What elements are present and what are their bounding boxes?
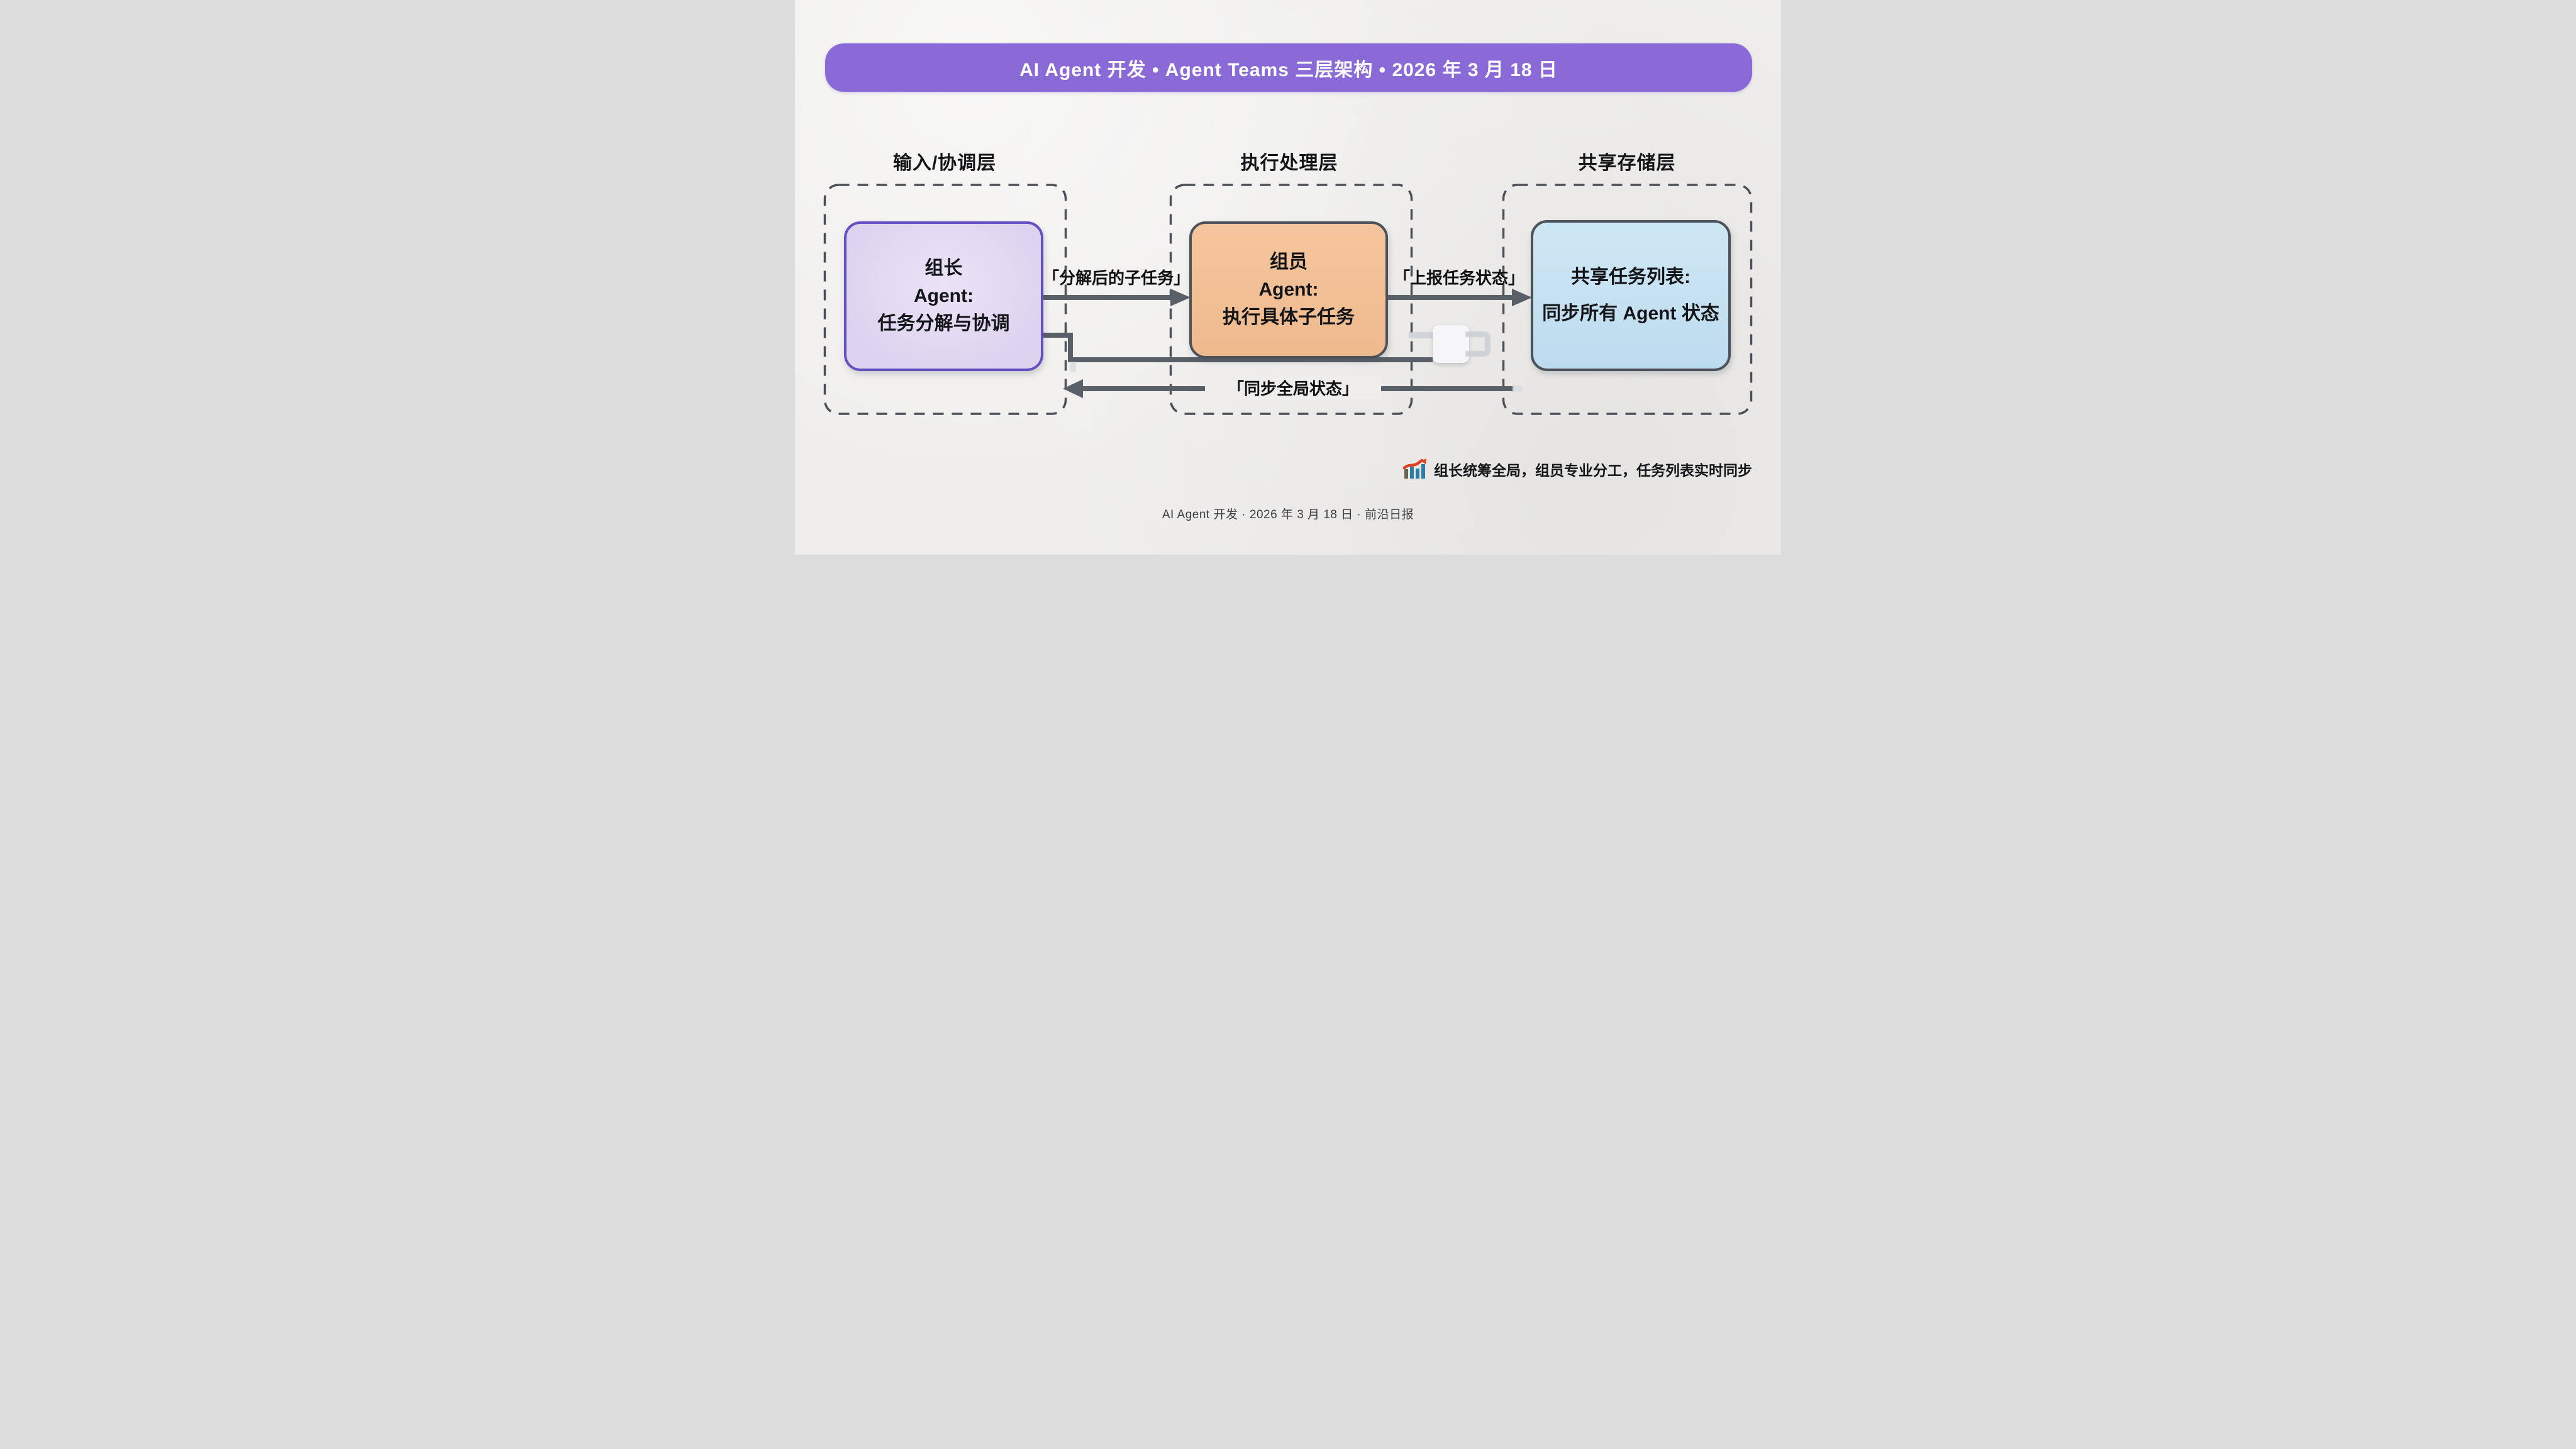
- dashed-container-storage-layer: [1502, 184, 1753, 415]
- ghost-connector-hook: [1465, 331, 1491, 357]
- member-agent-node: 组员 Agent: 执行具体子任务: [1189, 221, 1388, 358]
- footer-caption: AI Agent 开发 · 2026 年 3 月 18 日 · 前沿日报: [1162, 508, 1414, 521]
- agent-teams-architecture-diagram: AI Agent 开发 • Agent Teams 三层架构 • 2026 年 …: [795, 0, 1781, 555]
- leader-agent-node: 组长 Agent: 任务分解与协调: [844, 221, 1043, 371]
- subtask-arrow-label: 「分解后的子任务」: [1042, 269, 1190, 287]
- layer-label-input-coordination: 输入/协调层: [892, 153, 997, 174]
- storage-node-line: 共享任务列表:: [1571, 267, 1690, 287]
- member-node-line: 组员: [1270, 252, 1307, 272]
- layer-label-execution: 执行处理层: [1240, 153, 1338, 174]
- leader-elbow-connector: [1043, 333, 1433, 362]
- layer-label-shared-storage: 共享存储层: [1578, 153, 1676, 174]
- member-node-line: 执行具体子任务: [1223, 307, 1355, 328]
- summary-note-text: 组长统筹全局，组员专业分工，任务列表实时同步: [1434, 462, 1752, 479]
- subtask-arrow-head: [1170, 289, 1191, 306]
- sync-arrow-head: [1063, 379, 1083, 398]
- header-banner: AI Agent 开发 • Agent Teams 三层架构 • 2026 年 …: [825, 43, 1752, 92]
- chart-increasing-icon: [1403, 458, 1426, 479]
- leader-node-line: 组长: [924, 258, 963, 279]
- ghost-connector-square: [1433, 325, 1469, 363]
- leader-node-line: 任务分解与协调: [877, 313, 1010, 334]
- report-arrow-label: 「上报任务状态」: [1393, 269, 1524, 287]
- ghost-sync-line-tail: [1513, 386, 1523, 392]
- banner-title: AI Agent 开发 • Agent Teams 三层架构 • 2026 年 …: [1019, 59, 1558, 80]
- ghost-elbow-shadow: [1070, 362, 1076, 372]
- storage-node-line: 同步所有 Agent 状态: [1542, 303, 1719, 324]
- dashed-container-input-layer: [823, 184, 1067, 415]
- summary-note: 组长统筹全局，组员专业分工，任务列表实时同步: [1403, 458, 1752, 480]
- report-arrow-head: [1512, 289, 1532, 306]
- member-node-line: Agent:: [1258, 279, 1319, 300]
- shared-task-list-node: 共享任务列表: 同步所有 Agent 状态: [1531, 220, 1731, 371]
- leader-node-line: Agent:: [914, 286, 974, 306]
- ghost-connector-stub: [1409, 332, 1435, 338]
- sync-arrow-label: 「同步全局状态」: [1205, 376, 1381, 399]
